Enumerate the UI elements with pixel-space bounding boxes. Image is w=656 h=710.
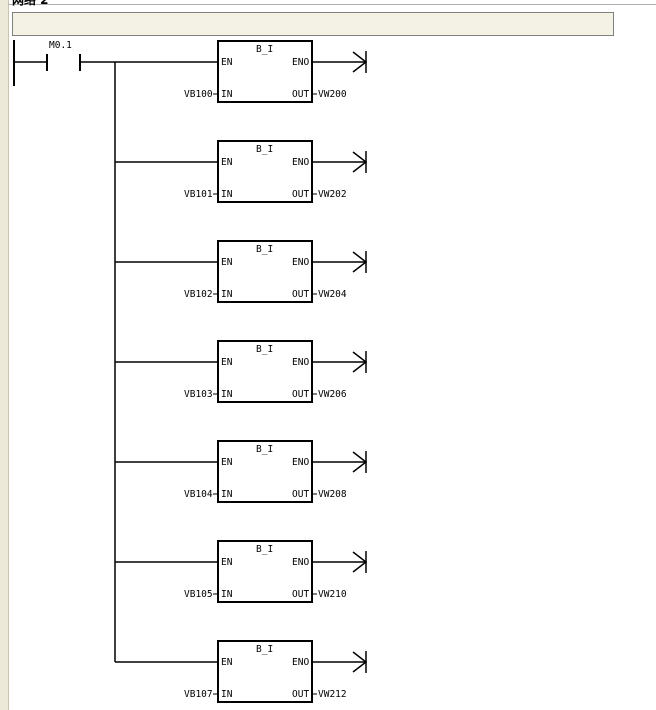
output-operand[interactable]: VW202 — [318, 189, 347, 200]
contact-address: M0.1 — [49, 40, 72, 51]
eno-pin-label: ENO — [292, 457, 309, 468]
network-title: 网络 2 — [12, 0, 49, 7]
eno-pin-label: ENO — [292, 657, 309, 668]
input-operand[interactable]: VB103 — [184, 389, 213, 400]
in-pin-label: IN — [221, 189, 233, 200]
en-pin-label: EN — [221, 657, 233, 668]
function-block-b-i[interactable]: B_I EN ENO IN OUT VB105 VW210 — [115, 540, 368, 603]
output-operand[interactable]: VW206 — [318, 389, 347, 400]
in-pin-label: IN — [221, 89, 233, 100]
block-name: B_I — [256, 344, 273, 355]
out-pin-label: OUT — [292, 289, 309, 300]
function-block-b-i[interactable]: B_I EN ENO IN OUT VB104 VW208 — [115, 440, 368, 503]
out-pin-label: OUT — [292, 689, 309, 700]
output-operand[interactable]: VW200 — [318, 89, 347, 100]
eno-pin-label: ENO — [292, 357, 309, 368]
output-operand[interactable]: VW204 — [318, 289, 347, 300]
eno-pin-label: ENO — [292, 557, 309, 568]
en-pin-label: EN — [221, 557, 233, 568]
block-name: B_I — [256, 444, 273, 455]
eno-pin-label: ENO — [292, 57, 309, 68]
function-block-b-i[interactable]: B_I EN ENO IN OUT VB102 VW204 — [115, 240, 368, 303]
function-block-b-i[interactable]: B_I EN ENO IN OUT VB101 VW202 — [115, 140, 368, 203]
in-pin-label: IN — [221, 689, 233, 700]
block-name: B_I — [256, 144, 273, 155]
out-pin-label: OUT — [292, 89, 309, 100]
out-pin-label: OUT — [292, 589, 309, 600]
block-name: B_I — [256, 544, 273, 555]
out-pin-label: OUT — [292, 189, 309, 200]
block-box[interactable] — [217, 640, 313, 703]
network-divider — [8, 4, 656, 5]
block-box[interactable] — [217, 440, 313, 503]
in-pin-label: IN — [221, 589, 233, 600]
function-block-b-i[interactable]: B_I EN ENO IN OUT VB103 VW206 — [115, 340, 368, 403]
block-name: B_I — [256, 644, 273, 655]
en-pin-label: EN — [221, 57, 233, 68]
left-margin-strip — [0, 0, 9, 710]
en-pin-label: EN — [221, 457, 233, 468]
block-name: B_I — [256, 244, 273, 255]
input-operand[interactable]: VB102 — [184, 289, 213, 300]
output-operand[interactable]: VW208 — [318, 489, 347, 500]
block-box[interactable] — [217, 340, 313, 403]
block-box[interactable] — [217, 540, 313, 603]
block-box[interactable] — [217, 140, 313, 203]
eno-pin-label: ENO — [292, 157, 309, 168]
block-box[interactable] — [217, 40, 313, 103]
input-operand[interactable]: VB101 — [184, 189, 213, 200]
normally-open-contact[interactable]: M0.1 — [46, 40, 81, 71]
input-operand[interactable]: VB107 — [184, 689, 213, 700]
eno-pin-label: ENO — [292, 257, 309, 268]
network-comment-field[interactable] — [12, 12, 614, 36]
en-pin-label: EN — [221, 257, 233, 268]
input-operand[interactable]: VB104 — [184, 489, 213, 500]
in-pin-label: IN — [221, 389, 233, 400]
output-operand[interactable]: VW212 — [318, 689, 347, 700]
function-block-b-i[interactable]: B_I EN ENO IN OUT VB107 VW212 — [115, 640, 368, 703]
function-block-b-i[interactable]: B_I EN ENO IN OUT VB100 VW200 — [115, 40, 368, 103]
en-pin-label: EN — [221, 357, 233, 368]
block-name: B_I — [256, 44, 273, 55]
block-box[interactable] — [217, 240, 313, 303]
output-operand[interactable]: VW210 — [318, 589, 347, 600]
out-pin-label: OUT — [292, 389, 309, 400]
input-operand[interactable]: VB100 — [184, 89, 213, 100]
in-pin-label: IN — [221, 289, 233, 300]
input-operand[interactable]: VB105 — [184, 589, 213, 600]
in-pin-label: IN — [221, 489, 233, 500]
out-pin-label: OUT — [292, 489, 309, 500]
en-pin-label: EN — [221, 157, 233, 168]
